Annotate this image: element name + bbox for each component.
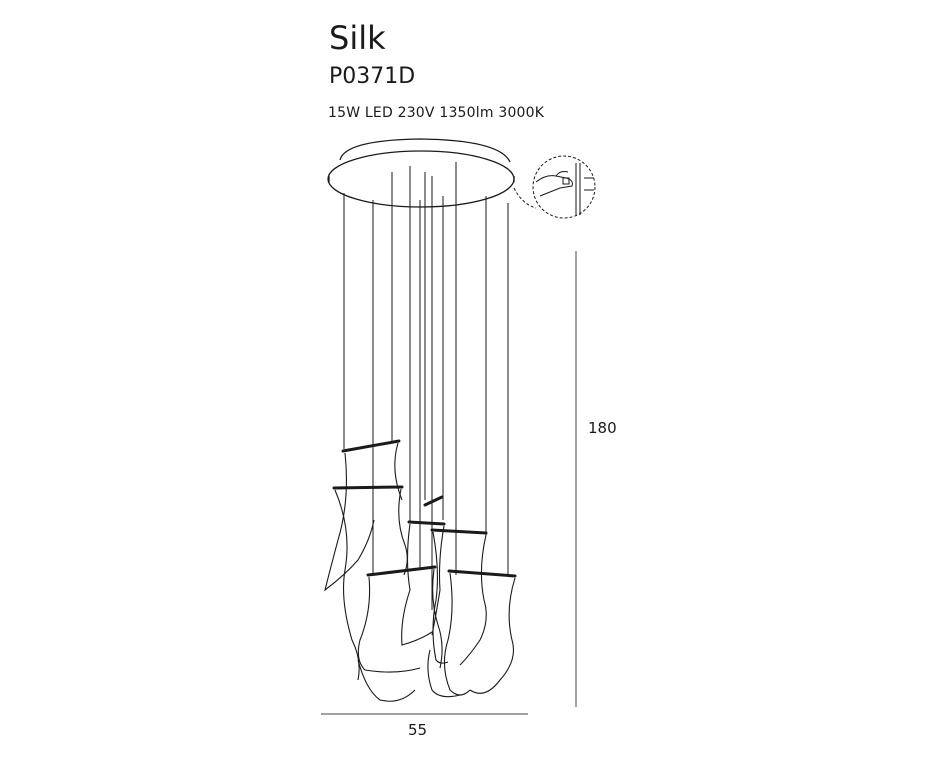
product-specs: 15W LED 230V 1350lm 3000K [328,105,545,121]
height-dimension-label: 180 [588,419,617,437]
suspension-cables [343,162,509,610]
ceiling-canopy [327,138,515,208]
silk-ribbons [324,442,516,702]
product-code: P0371D [329,64,416,89]
dimension-lines [321,251,577,715]
hand-adjust-cable-icon [513,155,596,219]
led-bars [332,439,517,578]
width-dimension-label: 55 [408,721,428,739]
product-name: Silk [329,19,386,57]
